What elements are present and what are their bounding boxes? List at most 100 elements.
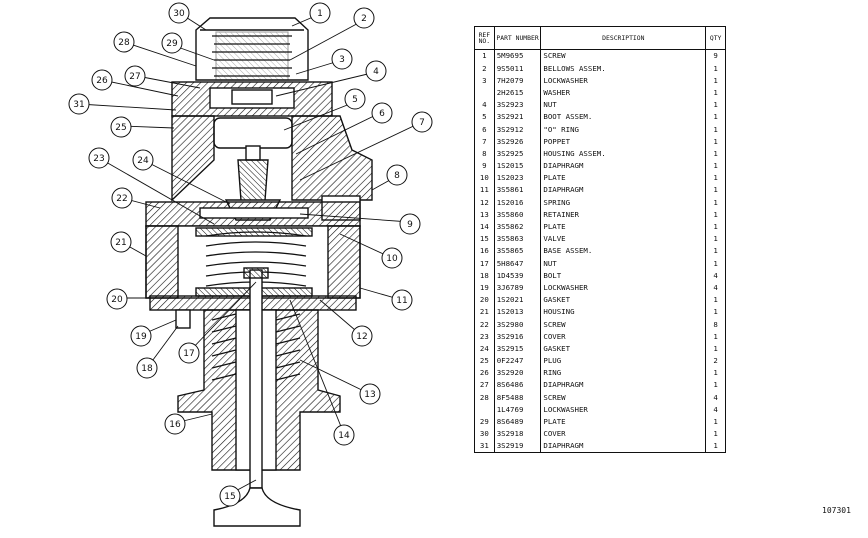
cell-desc: LOCKWASHER xyxy=(540,74,707,87)
cell-pn: 7H2079 xyxy=(493,74,542,87)
cell-qty: 2 xyxy=(705,354,726,367)
cell-qty: 1 xyxy=(705,62,726,75)
cell-pn: 3S2923 xyxy=(493,98,542,111)
cell-pn: 3S2916 xyxy=(493,330,542,343)
cell-ref: 3 xyxy=(474,74,495,87)
cell-pn: 9S5011 xyxy=(493,62,542,75)
callout-29: 29 xyxy=(161,32,183,54)
cell-qty: 4 xyxy=(705,281,726,294)
cell-desc: DIAPHRAGM xyxy=(540,440,707,454)
cell-desc: VALVE xyxy=(540,232,707,245)
callout-11: 11 xyxy=(391,289,413,311)
callout-label: 14 xyxy=(338,431,350,441)
boot-assembly xyxy=(213,117,293,149)
figure-code: 107301 xyxy=(822,506,851,515)
cell-qty: 1 xyxy=(705,220,726,233)
callout-30: 30 xyxy=(168,2,190,24)
cell-qty: 1 xyxy=(705,366,726,380)
callout-label: 24 xyxy=(137,156,149,166)
cell-ref: 22 xyxy=(474,318,495,331)
callout-label: 2 xyxy=(361,14,367,24)
cell-ref: 15 xyxy=(474,232,495,245)
valve-spring xyxy=(211,313,301,381)
table-header-row: REF NO. PART NUMBER DESCRIPTION QTY xyxy=(474,26,726,50)
cell-qty: 1 xyxy=(705,86,726,99)
callout-13: 13 xyxy=(359,383,381,405)
cell-desc: DIAPHRAGM xyxy=(540,379,707,392)
cell-pn: 3S2919 xyxy=(493,440,542,454)
callout-21: 21 xyxy=(110,231,132,253)
bolt xyxy=(175,309,191,329)
cell-desc: BELLOWS ASSEM. xyxy=(540,62,707,75)
valve-stem xyxy=(249,269,263,489)
cell-desc: BOLT xyxy=(540,269,707,282)
cell-ref: 9 xyxy=(474,159,495,172)
callout-label: 19 xyxy=(135,332,147,342)
callout-4: 4 xyxy=(365,60,387,82)
cell-ref: 28 xyxy=(474,391,495,404)
callout-label: 12 xyxy=(356,332,367,342)
header-qty: QTY xyxy=(705,26,726,50)
callout-label: 1 xyxy=(317,9,323,19)
cell-qty: 9 xyxy=(705,49,726,63)
callout-12: 12 xyxy=(351,325,373,347)
cell-pn: 3J6789 xyxy=(493,281,542,294)
cell-pn: 3S2926 xyxy=(493,135,542,148)
callout-1: 1 xyxy=(309,2,331,24)
cell-pn: 1L4769 xyxy=(493,403,542,416)
cell-ref: 14 xyxy=(474,220,495,233)
cell-qty: 1 xyxy=(705,342,726,355)
cell-qty: 1 xyxy=(705,415,726,428)
cell-pn: 8S6486 xyxy=(493,379,542,392)
callout-label: 30 xyxy=(173,9,185,19)
cell-qty: 1 xyxy=(705,293,726,306)
cell-ref: 26 xyxy=(474,366,495,380)
bellows xyxy=(212,31,292,81)
cell-pn: 5H8647 xyxy=(493,257,542,270)
cell-ref: 23 xyxy=(474,330,495,343)
cell-desc: SCREW xyxy=(540,391,707,404)
callout-5: 5 xyxy=(344,88,366,110)
cell-ref: 13 xyxy=(474,208,495,221)
callout-24: 24 xyxy=(132,149,154,171)
callout-25: 25 xyxy=(110,116,132,138)
cell-pn: 3S2920 xyxy=(493,366,542,380)
cell-desc: SPRING xyxy=(540,196,707,209)
cell-desc: DIAPHRAGM xyxy=(540,184,707,197)
callout-label: 31 xyxy=(73,100,84,110)
callout-16: 16 xyxy=(164,413,186,435)
cell-ref: 24 xyxy=(474,342,495,355)
callout-26: 26 xyxy=(91,69,113,91)
callout-22: 22 xyxy=(111,187,133,209)
callout-label: 3 xyxy=(339,55,345,65)
cell-qty: 1 xyxy=(705,257,726,270)
callout-label: 15 xyxy=(224,492,235,502)
header-description: DESCRIPTION xyxy=(540,26,707,50)
cell-pn: 3S2912 xyxy=(493,123,542,136)
cell-pn: 3S5860 xyxy=(493,208,542,221)
cell-pn: 3S5865 xyxy=(493,245,542,258)
cell-ref: 20 xyxy=(474,293,495,306)
